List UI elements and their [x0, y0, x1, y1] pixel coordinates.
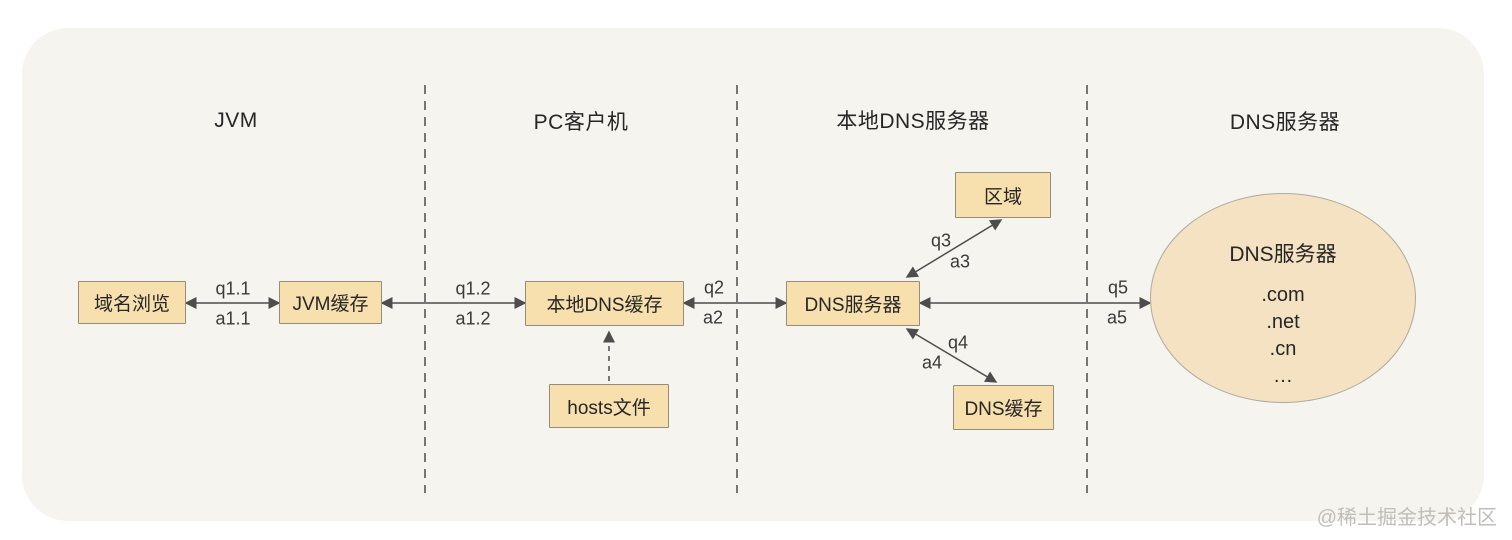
node-zone: 区域: [955, 172, 1051, 218]
edge-label-a4: a4: [921, 352, 943, 373]
edge-label-q3: q3: [930, 230, 952, 251]
node-jvm-cache: JVM缓存: [279, 281, 382, 324]
edge-label-a1-2: a1.2: [455, 308, 491, 329]
watermark: @稀土掘金技术社区: [1316, 507, 1497, 529]
edge-label-a2: a2: [702, 307, 724, 328]
root-dns-title: DNS服务器: [1229, 243, 1337, 266]
edge-label-a3: a3: [949, 251, 971, 272]
section-title-dns-server: DNS服务器: [1229, 111, 1341, 134]
node-dns-cache: DNS缓存: [953, 385, 1054, 430]
edge-label-a5: a5: [1106, 307, 1128, 328]
root-dns-item-cn: .cn: [1269, 338, 1297, 360]
root-dns-item-net: .net: [1266, 311, 1300, 333]
section-title-pc-client: PC客户机: [533, 111, 629, 134]
node-hosts-file: hosts文件: [549, 384, 669, 428]
section-title-jvm: JVM: [214, 109, 258, 132]
edge-label-q2: q2: [703, 277, 725, 298]
edge-label-q5: q5: [1107, 277, 1129, 298]
edge-label-q4: q4: [947, 332, 969, 353]
node-local-dns-cache: 本地DNS缓存: [525, 281, 684, 326]
node-dns-server: DNS服务器: [786, 281, 920, 326]
edge-label-a1-1: a1.1: [215, 308, 251, 329]
edge-label-q1-1: q1.1: [215, 278, 251, 299]
edge-label-q1-2: q1.2: [455, 278, 491, 299]
root-dns-item-more: …: [1273, 365, 1293, 387]
node-domain-browse: 域名浏览: [78, 281, 186, 324]
section-title-local-dns-server: 本地DNS服务器: [836, 110, 990, 133]
root-dns-ellipse: DNS服务器 .com .net .cn …: [1150, 193, 1416, 403]
root-dns-item-com: .com: [1261, 284, 1305, 306]
